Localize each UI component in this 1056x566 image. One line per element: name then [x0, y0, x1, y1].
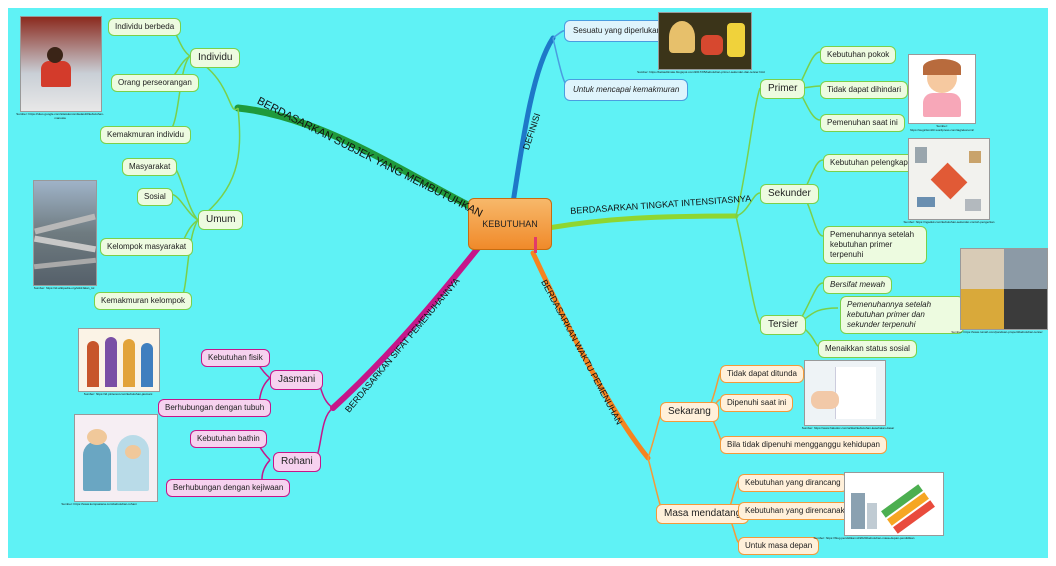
- node-kemakmuran-kelompok[interactable]: Kemakmuran kelompok: [94, 292, 193, 310]
- illustration-rohani: [74, 414, 158, 502]
- node-kemakmuran-individu[interactable]: Kemakmuran individu: [100, 126, 191, 144]
- branch-line-waktu: [530, 250, 651, 461]
- mind-map-canvas: KEBUTUHAN BERDASARKAN SUBJEK YANG MEMBUT…: [8, 8, 1048, 558]
- node-kelompok-masyarakat[interactable]: Kelompok masyarakat: [100, 238, 194, 256]
- node-primer[interactable]: Primer: [760, 79, 806, 99]
- node-sesuatu-yang-diperlukan[interactable]: Sesuatu yang diperlukan: [564, 20, 671, 42]
- illustration-mendatang: [844, 472, 944, 536]
- node-individu[interactable]: Individu: [190, 48, 241, 68]
- node-sosial[interactable]: Sosial: [137, 188, 173, 206]
- central-stripe: [534, 237, 537, 253]
- node-sekunder[interactable]: Sekunder: [760, 184, 819, 204]
- caption-jasmani: Sumber: https://id.pinterest.com/kebutuh…: [83, 392, 153, 396]
- node-sekarang[interactable]: Sekarang: [660, 402, 719, 422]
- node-tersier[interactable]: Tersier: [760, 315, 807, 335]
- caption-tersier: Sumber: https://www.rumah.com/panduan-pr…: [951, 330, 1043, 334]
- caption-sekunder: Sumber: https://ngaduk.com/kebutuhan-sek…: [903, 220, 995, 224]
- node-menaikkan-status-sosial[interactable]: Menaikkan status sosial: [818, 340, 917, 358]
- node-masyarakat[interactable]: Masyarakat: [122, 158, 178, 176]
- illustration-sekunder: [908, 138, 990, 220]
- node-bersifat-mewah[interactable]: Bersifat mewah: [823, 276, 893, 294]
- illustration-primer: [908, 54, 976, 124]
- node-berhubungan-dengan-kejiwaan[interactable]: Berhubungan dengan kejiwaan: [166, 479, 291, 497]
- node-pemenuhan-setelah-primer-sekunder[interactable]: Pemenuhannya setelah kebutuhan primer da…: [840, 296, 964, 334]
- caption-umum: Sumber: https://id.wikipedia.org/wiki/Ja…: [33, 286, 95, 290]
- node-kebutuhan-yang-direncanakan[interactable]: Kebutuhan yang direncanakan: [738, 502, 861, 520]
- photo-individu: [20, 16, 102, 112]
- node-kebutuhan-pelengkap[interactable]: Kebutuhan pelengkap: [823, 154, 915, 172]
- caption-definisi: Sumber: https://ketiaultimate.blogspot.c…: [637, 70, 765, 74]
- caption-rohani: Sumber: https://www.kompasiana.com/kebut…: [61, 502, 137, 506]
- node-pemenuhan-saat-ini[interactable]: Pemenuhan saat ini: [820, 114, 905, 132]
- photo-tersier: [960, 248, 1048, 330]
- node-jasmani[interactable]: Jasmani: [270, 370, 324, 390]
- node-kebutuhan-yang-dirancang[interactable]: Kebutuhan yang dirancang: [738, 474, 848, 492]
- caption-primer: Sumber: https://sugicitomblr.wordpress.c…: [909, 124, 975, 132]
- node-orang-perseorangan[interactable]: Orang perseorangan: [111, 74, 199, 92]
- node-rohani[interactable]: Rohani: [273, 452, 321, 472]
- central-label: KEBUTUHAN: [482, 219, 538, 229]
- caption-individu: Sumber: https://sites.google.com/site/ek…: [16, 112, 104, 120]
- node-kebutuhan-pokok[interactable]: Kebutuhan pokok: [820, 46, 897, 64]
- node-untuk-mencapai-kemakmuran[interactable]: Untuk mencapai kemakmuran: [564, 79, 689, 101]
- node-masa-mendatang[interactable]: Masa mendatang: [656, 504, 750, 524]
- node-kebutuhan-bathin[interactable]: Kebutuhan bathin: [190, 430, 267, 448]
- node-kebutuhan-fisik[interactable]: Kebutuhan fisik: [201, 349, 270, 367]
- illustration-jasmani: [78, 328, 160, 392]
- node-pemenuhan-setelah-primer[interactable]: Pemenuhannya setelah kebutuhan primer te…: [823, 226, 927, 264]
- photo-sekarang: [804, 360, 886, 426]
- illustration-definisi: [658, 12, 752, 70]
- node-tidak-dapat-dihindari[interactable]: Tidak dapat dihindari: [820, 81, 908, 99]
- node-umum[interactable]: Umum: [198, 210, 244, 230]
- node-individu-berbeda[interactable]: Individu berbeda: [108, 18, 182, 36]
- branch-line-intensitas: [545, 213, 739, 231]
- branch-line-sifat: [330, 245, 481, 411]
- branch-line-definisi: [510, 35, 556, 206]
- caption-mendatang: Sumber: https://blog.pendidikan.id/2020/…: [813, 536, 915, 540]
- node-berhubungan-dengan-tubuh[interactable]: Berhubungan dengan tubuh: [158, 399, 272, 417]
- central-node[interactable]: KEBUTUHAN: [468, 198, 552, 253]
- node-tidak-dapat-ditunda[interactable]: Tidak dapat ditunda: [720, 365, 804, 383]
- node-untuk-masa-depan[interactable]: Untuk masa depan: [738, 537, 820, 555]
- photo-umum: [33, 180, 97, 286]
- node-dipenuhi-saat-ini[interactable]: Dipenuhi saat ini: [720, 394, 794, 412]
- node-bila-tidak-dipenuhi[interactable]: Bila tidak dipenuhi mengganggu kehidupan: [720, 436, 888, 454]
- caption-sekarang: Sumber: https://www.halodoc.com/artikel/…: [801, 426, 895, 430]
